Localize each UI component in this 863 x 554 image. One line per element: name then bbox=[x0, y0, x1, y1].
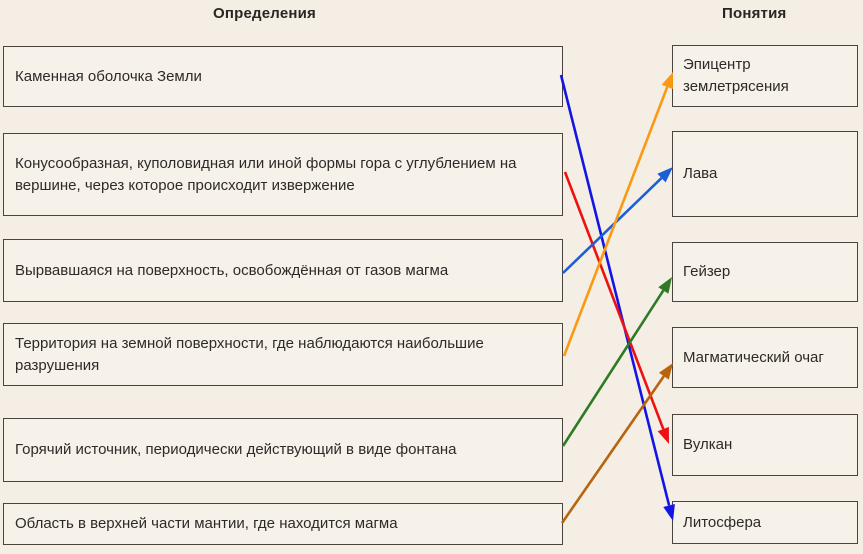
arrow-line bbox=[563, 171, 665, 430]
concept-text: Лава bbox=[683, 165, 718, 182]
arrowhead-icon bbox=[657, 167, 673, 183]
arrow-line bbox=[562, 86, 669, 357]
connection-arrow bbox=[560, 363, 673, 524]
definition-text: Вырвавшаяся на поверхность, освобождённа… bbox=[15, 261, 449, 279]
arrowhead-icon bbox=[658, 277, 672, 294]
concept-text: Гейзер bbox=[683, 263, 731, 280]
concept-box-magma-chamber[interactable]: Магматический очаг bbox=[672, 327, 858, 388]
concept-text: Вулкан bbox=[683, 436, 733, 453]
arrowhead-icon bbox=[657, 426, 669, 444]
arrow-line bbox=[562, 177, 663, 274]
concept-text: Литосфера bbox=[683, 513, 762, 531]
definition-text: Конусообразная, куполовидная или иной фо… bbox=[15, 154, 517, 194]
concept-box-geyser[interactable]: Гейзер bbox=[672, 242, 858, 302]
definition-box-lithosphere[interactable]: Каменная оболочка Земли bbox=[3, 46, 563, 107]
connection-arrow bbox=[562, 167, 673, 274]
concept-text: Магматический очаг bbox=[683, 348, 824, 366]
arrowhead-icon bbox=[658, 363, 673, 380]
definitions-header: Определения bbox=[213, 5, 317, 22]
definition-box-magma-chamber[interactable]: Область в верхней части мантии, где нахо… bbox=[3, 503, 563, 545]
definition-text: Каменная оболочка Земли bbox=[15, 67, 202, 85]
arrow-line bbox=[561, 289, 665, 447]
arrow-line bbox=[559, 74, 671, 506]
definition-box-lava[interactable]: Вырвавшаяся на поверхность, освобождённа… bbox=[3, 239, 563, 302]
definition-text: Область в верхней части мантии, где нахо… bbox=[15, 515, 398, 532]
concept-text: Эпицентр землетрясения bbox=[683, 56, 789, 95]
definition-box-volcano[interactable]: Конусообразная, куполовидная или иной фо… bbox=[3, 133, 563, 216]
concept-box-lithosphere[interactable]: Литосфера bbox=[672, 501, 858, 544]
concepts-header: Понятия bbox=[722, 5, 787, 22]
concept-box-volcano[interactable]: Вулкан bbox=[672, 414, 858, 476]
definition-box-geyser[interactable]: Горячий источник, периодически действующ… bbox=[3, 418, 563, 482]
concept-box-lava[interactable]: Лава bbox=[672, 131, 858, 217]
definition-box-epicenter[interactable]: Территория на земной поверхности, где на… bbox=[3, 323, 563, 386]
definition-text: Территория на земной поверхности, где на… bbox=[15, 334, 484, 374]
definition-text: Горячий источник, периодически действующ… bbox=[15, 441, 457, 458]
concept-box-epicenter[interactable]: Эпицентр землетрясения bbox=[672, 45, 858, 107]
connection-arrow bbox=[559, 74, 675, 521]
connection-arrow bbox=[563, 171, 669, 444]
connection-arrow bbox=[561, 277, 672, 447]
connection-arrow bbox=[562, 72, 673, 357]
arrow-line bbox=[560, 375, 665, 524]
